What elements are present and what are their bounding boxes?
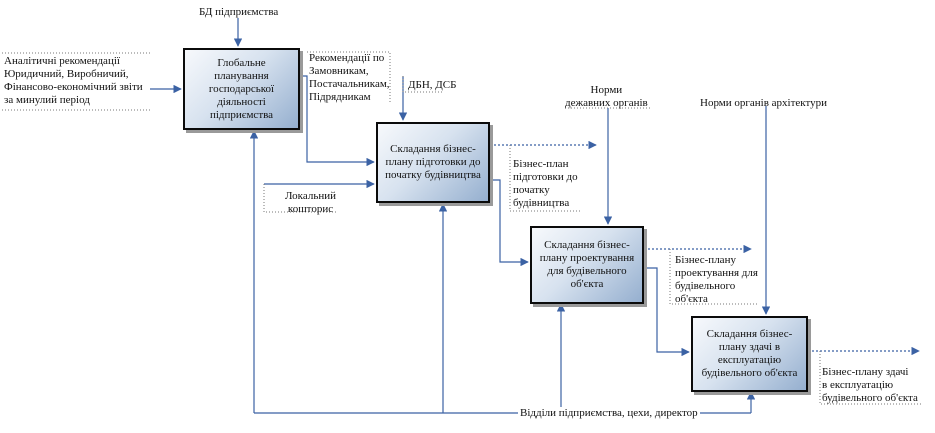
arrow-global-to-prep — [300, 75, 375, 167]
frame-dbn — [402, 76, 442, 93]
frame-local — [263, 184, 336, 213]
frame-analytic — [2, 52, 150, 111]
label-state-norms: Норми дежавних органів — [565, 84, 648, 109]
frame-out-design — [669, 249, 757, 305]
frame-recs — [307, 51, 391, 103]
label-recommendations: Рекомендації по Замовникам, Постачальник… — [309, 52, 390, 103]
arrow-prep-to-design — [490, 179, 529, 267]
label-mechanism: Відділи підприємства, цехи, директор — [518, 407, 700, 420]
label-output-handover: Бізнес-плану здачі в експлуатацію будіве… — [822, 366, 918, 404]
frame-out-handover — [819, 351, 922, 405]
box-prep-business-plan[interactable]: Складання бізнес- плану підготовки до по… — [376, 122, 490, 203]
label-db: БД підприємства — [199, 6, 279, 18]
label-output-prep: Бізнес-план підготовки до початку будівн… — [513, 158, 578, 209]
box-global-planning[interactable]: Глобальне планування господарської діяль… — [183, 48, 300, 130]
label-analytic-recommendations: Аналітичні рекомендації Юридичний, Вироб… — [4, 55, 143, 106]
label-output-design: Бізнес-плану проектування для будівельно… — [675, 254, 758, 305]
frame-out-prep — [509, 145, 582, 212]
label-dbn: ДБН, ДСБ — [408, 79, 457, 91]
arrow-design-to-handover — [644, 267, 690, 357]
label-architecture-norms: Норми органів архітектури — [700, 97, 828, 109]
box-design-business-plan[interactable]: Складання бізнес- плану проектування для… — [530, 226, 644, 304]
label-local-estimate: Локальний кошторис — [285, 190, 337, 215]
box-handover-business-plan[interactable]: Складання бізнес- плану здачі в експлуат… — [691, 316, 808, 392]
